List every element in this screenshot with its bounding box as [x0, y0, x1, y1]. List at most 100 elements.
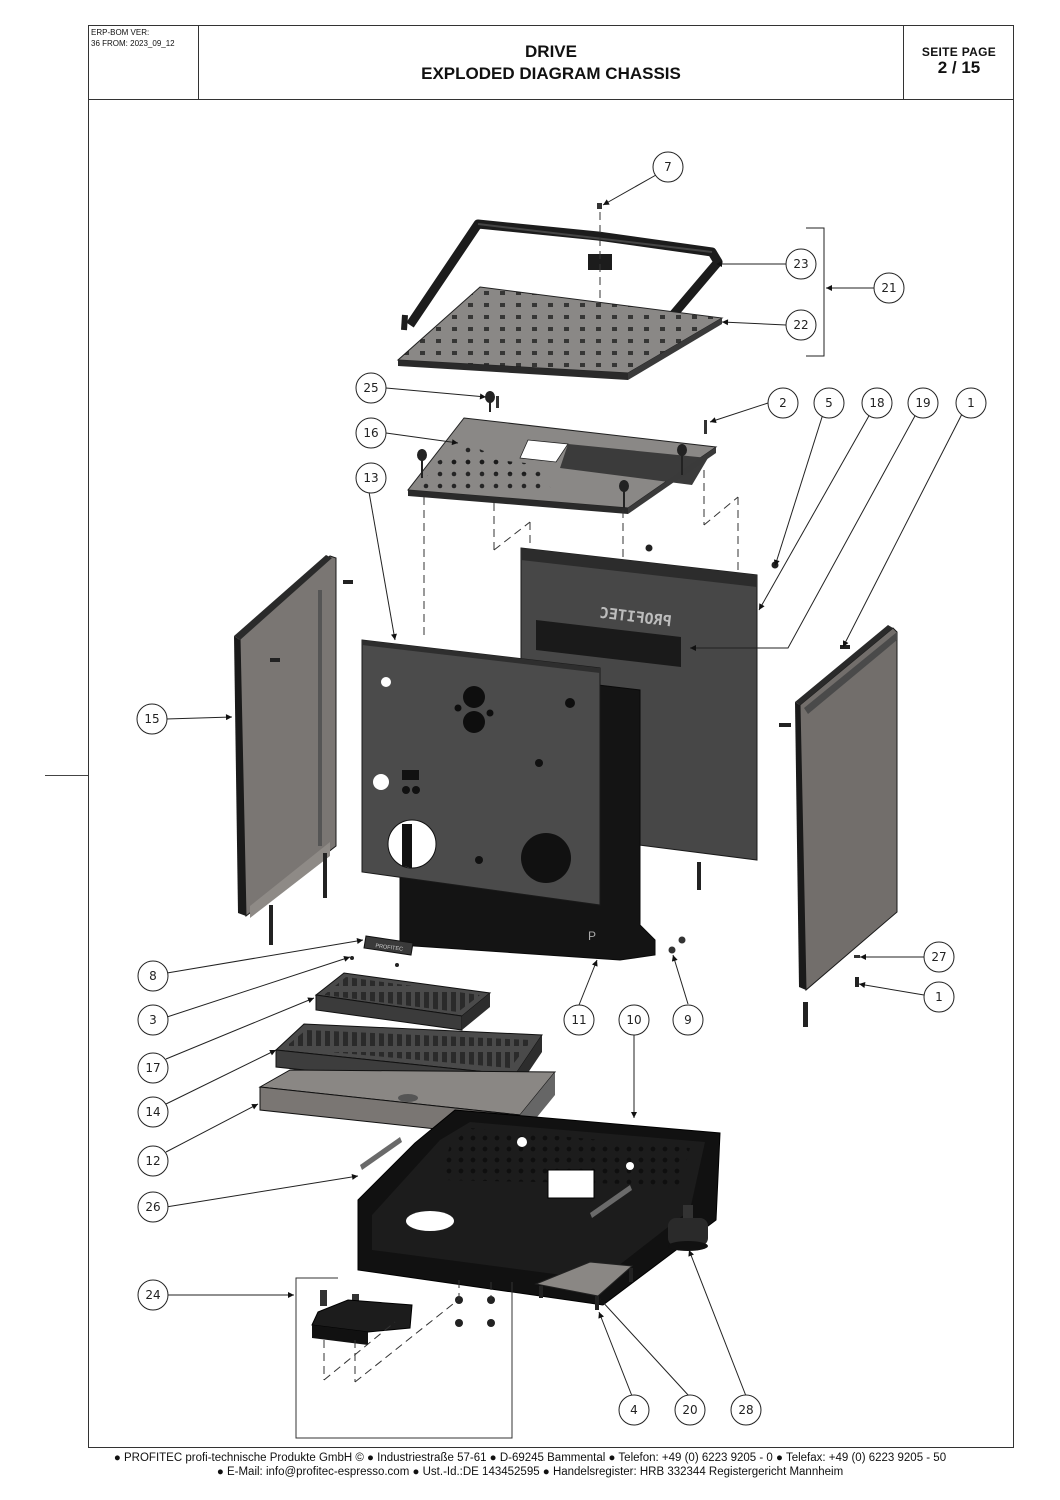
cover-recess: [560, 444, 708, 485]
callout-1-bottom: 1: [923, 981, 955, 1013]
svg-text:5: 5: [825, 396, 833, 410]
callout-4: 4: [618, 1394, 650, 1426]
callout-13: 13: [355, 462, 387, 494]
base-chassis-part-10: [357, 1109, 721, 1306]
callout-1-top: 1: [955, 387, 987, 419]
callout-23: 23: [785, 248, 817, 280]
callout-22: 22: [785, 309, 817, 341]
callout-10: 10: [618, 1004, 650, 1036]
washer-part-27: [854, 955, 860, 958]
callout-12: 12: [137, 1145, 169, 1177]
svg-text:4: 4: [630, 1403, 638, 1417]
front-panel-part-13: [361, 639, 601, 906]
page-indicator: SEITE PAGE 2 / 15: [903, 25, 1014, 100]
svg-text:24: 24: [145, 1288, 160, 1302]
frame-letter: P: [588, 929, 596, 943]
svg-text:26: 26: [145, 1200, 160, 1214]
svg-text:22: 22: [793, 318, 808, 332]
footer-contact-line: ● E-Mail: info@profitec-espresso.com ● U…: [216, 1466, 844, 1478]
base-cutout: [547, 1169, 595, 1199]
svg-text:16: 16: [363, 426, 378, 440]
svg-text:9: 9: [684, 1013, 692, 1027]
svg-text:1: 1: [967, 396, 975, 410]
screw-part-4: [595, 1296, 599, 1310]
callout-2: 2: [767, 387, 799, 419]
title-subject: EXPLODED DIAGRAM CHASSIS: [421, 64, 681, 83]
page-label: SEITE PAGE: [921, 45, 997, 59]
callout-15: 15: [136, 703, 168, 735]
svg-text:1: 1: [935, 990, 943, 1004]
cover-cutout: [519, 439, 569, 463]
svg-text:27: 27: [931, 950, 946, 964]
nut-part-9: [668, 946, 676, 954]
callouts: 7 23 21 22 25 2 5 18 19 1 16 13 15 27 1 …: [136, 151, 987, 1426]
footer-address-line: ● PROFITEC profi-technische Produkte Gmb…: [113, 1452, 947, 1464]
callout-3: 3: [137, 1004, 169, 1036]
svg-text:3: 3: [149, 1013, 157, 1027]
svg-text:12: 12: [145, 1154, 160, 1168]
rail-part-26: [360, 1137, 402, 1170]
svg-text:7: 7: [664, 160, 672, 174]
group-bracket-21: [806, 227, 825, 357]
bottom-plate-part-20: [534, 1261, 634, 1297]
bracket-group-part-24: [295, 1277, 513, 1439]
callout-16: 16: [355, 417, 387, 449]
svg-text:8: 8: [149, 969, 157, 983]
right-side-panel-part-1: [697, 625, 898, 1027]
callout-25: 25: [355, 372, 387, 404]
svg-text:18: 18: [869, 396, 884, 410]
callout-20: 20: [674, 1394, 706, 1426]
left-side-panel-part-15: [234, 555, 353, 945]
callout-24: 24: [137, 1279, 169, 1311]
display-window: [402, 770, 419, 780]
svg-text:28: 28: [738, 1403, 753, 1417]
svg-text:21: 21: [881, 281, 896, 295]
top-bracket-part-23: [401, 219, 723, 345]
svg-text:10: 10: [626, 1013, 641, 1027]
svg-text:19: 19: [915, 396, 930, 410]
company-footer: ● PROFITEC profi-technische Produkte Gmb…: [0, 1451, 1060, 1479]
svg-text:20: 20: [682, 1403, 697, 1417]
svg-text:14: 14: [145, 1105, 160, 1119]
callout-11: 11: [563, 1004, 595, 1036]
svg-text:15: 15: [144, 712, 159, 726]
callout-8: 8: [137, 960, 169, 992]
erp-bom-date: 36 FROM: 2023_09_12: [91, 39, 175, 48]
svg-text:23: 23: [793, 257, 808, 271]
svg-text:2: 2: [779, 396, 787, 410]
svg-text:25: 25: [363, 381, 378, 395]
page-title: DRIVE EXPLODED DIAGRAM CHASSIS: [199, 25, 903, 100]
foot-part-28: [668, 1205, 708, 1251]
callout-5: 5: [813, 387, 845, 419]
callout-27: 27: [923, 941, 955, 973]
drawing-frame: [88, 25, 1014, 1448]
callout-7: 7: [652, 151, 684, 183]
erp-bom-info: ERP-BOM VER: 36 FROM: 2023_09_12: [88, 25, 199, 100]
fold-mark: [45, 775, 88, 776]
title-model: DRIVE: [525, 42, 577, 61]
callout-18: 18: [861, 387, 893, 419]
leader-lines: [165, 174, 963, 1397]
badge-text: PROFITEC: [375, 943, 403, 952]
callout-9: 9: [672, 1004, 704, 1036]
erp-bom-version: ERP-BOM VER:: [91, 28, 150, 37]
callout-28: 28: [730, 1394, 762, 1426]
logo-plate-part-19: [536, 620, 681, 667]
callout-14: 14: [137, 1096, 169, 1128]
callout-26: 26: [137, 1191, 169, 1223]
top-cover-part-16: [407, 417, 718, 514]
cup-tray-part-22: [396, 286, 724, 380]
svg-text:17: 17: [145, 1061, 160, 1075]
panel-hole: [381, 677, 391, 687]
screw-part-7: [597, 203, 602, 209]
bracket-tab: [588, 254, 612, 270]
svg-text:11: 11: [571, 1013, 586, 1027]
page-number: 2 / 15: [937, 58, 981, 77]
base-round-cutout: [406, 1211, 454, 1231]
callout-17: 17: [137, 1052, 169, 1084]
callout-21: 21: [873, 272, 905, 304]
svg-text:13: 13: [363, 471, 378, 485]
screw-part-3: [350, 956, 354, 960]
drip-grate-part-17: [314, 972, 492, 1031]
